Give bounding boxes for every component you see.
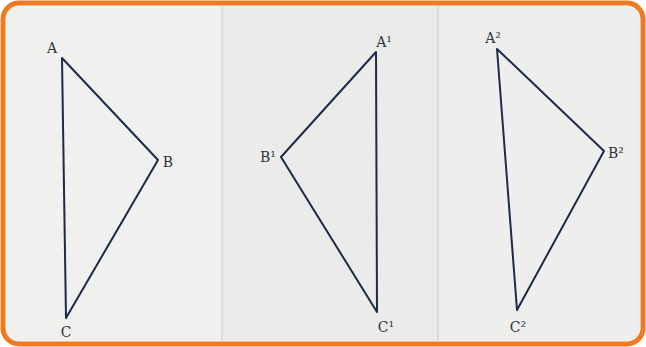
vertex-label: A² [485, 31, 501, 45]
paper-fold [221, 6, 223, 341]
vertex-label: B [163, 155, 173, 169]
paper-panel [438, 6, 640, 341]
vertex-label: C² [510, 320, 526, 334]
triangle [62, 58, 158, 318]
vertex-label: C¹ [378, 320, 394, 334]
vertex-label: C [61, 325, 72, 339]
paper-fold [437, 6, 439, 341]
frame-border [3, 3, 643, 344]
vertex-label: B¹ [260, 150, 276, 164]
paper-panel [6, 6, 222, 341]
triangle [497, 49, 604, 310]
vertex-label: A¹ [376, 35, 392, 49]
vertex-label: A [47, 41, 57, 55]
triangle [281, 52, 377, 312]
vertex-label: B² [608, 146, 624, 160]
paper-panel [222, 6, 438, 341]
